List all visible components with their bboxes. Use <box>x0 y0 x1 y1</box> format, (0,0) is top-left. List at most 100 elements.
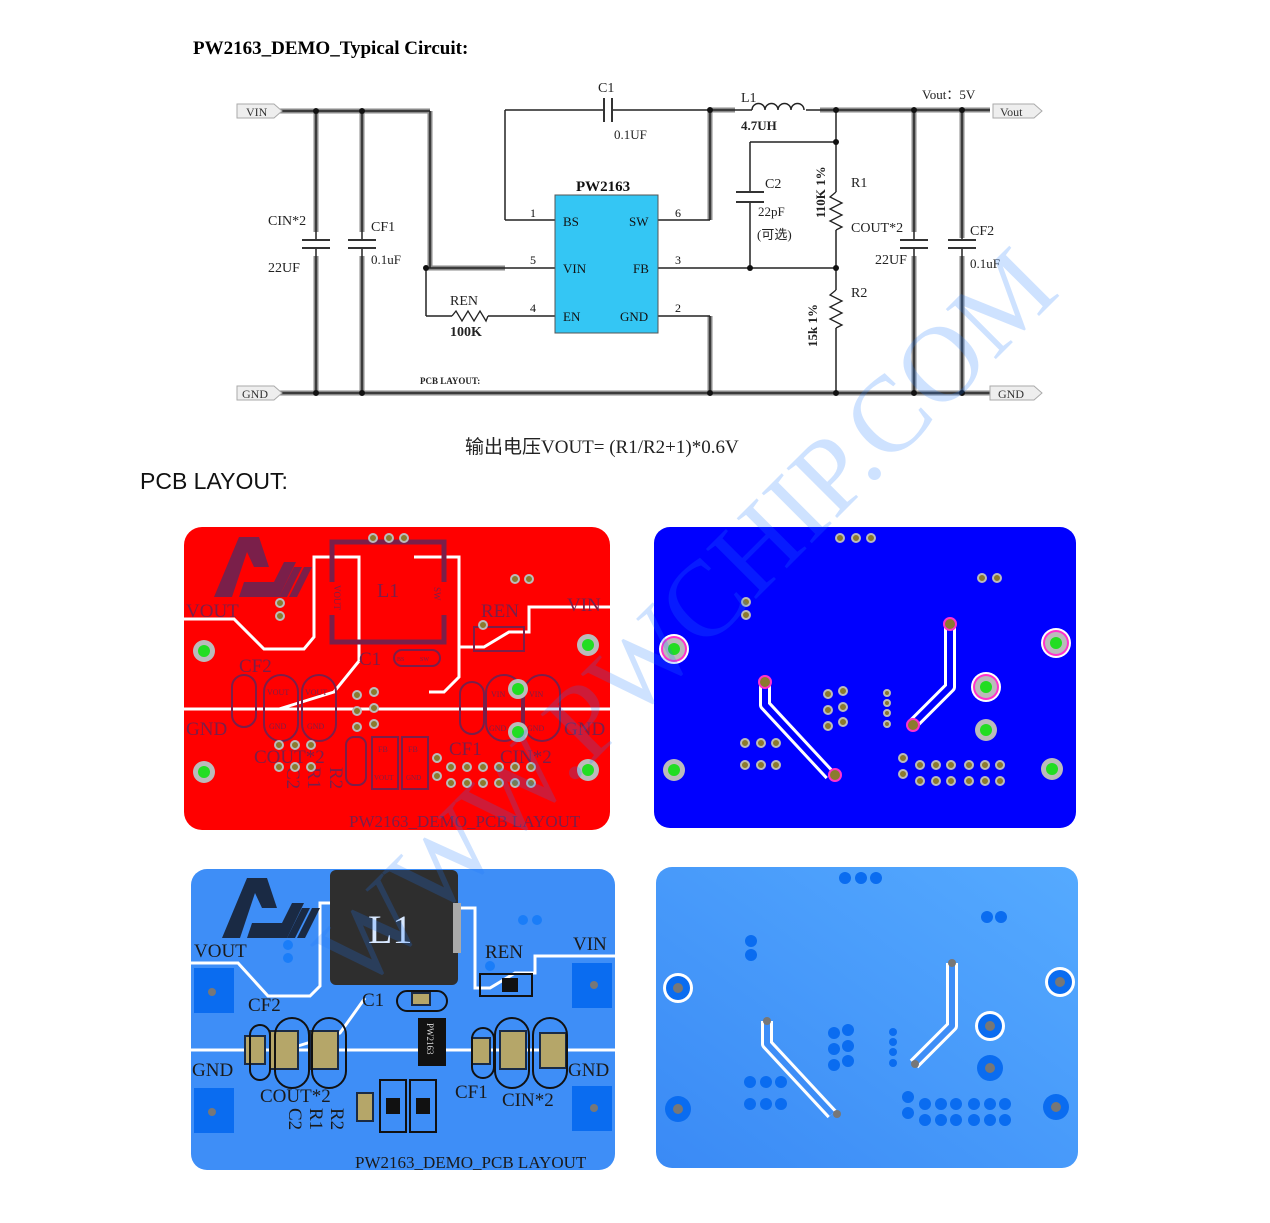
port-gnd-left: GND <box>236 385 283 401</box>
resistor-r1-symbol <box>828 191 844 231</box>
pcb-top-vin-label: VIN <box>567 595 601 616</box>
pcb-3d-r1-label: R1 <box>305 1108 326 1130</box>
vout-formula: 输出电压VOUT= (R1/R2+1)*0.6V <box>465 437 739 458</box>
svg-text:SW: SW <box>629 214 649 229</box>
svg-text:1: 1 <box>530 206 536 220</box>
schematic: VIN GND Vout GND PW2163 BS 1 SW 6 VIN 5 … <box>236 81 1043 401</box>
pcb-3d-cf2-label: CF2 <box>248 995 281 1016</box>
pad-vout <box>659 634 689 664</box>
svg-text:L1: L1 <box>368 907 412 952</box>
svg-text:GND: GND <box>620 309 648 324</box>
silk-outlines <box>249 973 568 1133</box>
pad-label: GND <box>269 722 287 731</box>
mounting-pads <box>193 634 599 783</box>
bottom-mounting-pads <box>659 628 1071 781</box>
cf1-ref: CF1 <box>371 220 395 235</box>
pcb-top-cout-label: COUT*2 <box>254 747 325 768</box>
pcb-3d-c1-label: C1 <box>362 990 384 1011</box>
svg-text:VIN: VIN <box>246 105 268 119</box>
pcb-3d-c2-label: C2 <box>284 1108 305 1130</box>
c2-ref: C2 <box>765 177 781 192</box>
pad-vin <box>577 634 599 656</box>
pad-vin <box>1041 628 1071 658</box>
pad-label: GND <box>527 724 545 733</box>
l1-ref: L1 <box>741 91 757 106</box>
cin-value: 22UF <box>268 261 300 276</box>
capacitor-bodies <box>244 992 567 1122</box>
junction-dots <box>313 107 965 396</box>
cout-value: 22UF <box>875 253 907 268</box>
cf2-ref: CF2 <box>970 224 994 239</box>
cout-ref: COUT*2 <box>851 221 903 236</box>
resistor-ren-symbol <box>451 309 489 323</box>
pad-cin <box>971 672 1001 702</box>
l1-value: 4.7UH <box>741 118 777 133</box>
pcb-top-cf1-label: CF1 <box>449 739 482 760</box>
r1-ref: R1 <box>851 176 867 191</box>
pcb-3d-r2-label: R2 <box>326 1108 347 1130</box>
pad-cin <box>508 679 528 699</box>
pad-label: VOUT <box>374 774 394 782</box>
pad-label: GND <box>406 774 421 782</box>
capacitor-symbols <box>302 98 976 249</box>
vias <box>274 533 536 788</box>
pcb-top-cin-label: CIN*2 <box>500 747 552 768</box>
pcb-top-l1-label: L1 <box>377 580 399 602</box>
svg-text:4: 4 <box>530 301 536 315</box>
pad-gnd <box>508 722 528 742</box>
pcb-3d-cin-label: CIN*2 <box>502 1090 554 1111</box>
cf2-value: 0.1uF <box>970 256 1000 271</box>
svg-text:5: 5 <box>530 253 536 267</box>
svg-text:PW2163: PW2163 <box>576 179 630 195</box>
svg-text:BS: BS <box>563 214 579 229</box>
pcb-top-ren-label: REN <box>481 601 519 622</box>
port-gnd-right: GND <box>989 385 1043 401</box>
port-vin: VIN <box>236 103 283 119</box>
inductor-l1: L1 <box>330 870 461 985</box>
pad-label: VOUT <box>267 688 289 697</box>
pcb-layout-note: PCB LAYOUT: <box>420 376 480 386</box>
3d-bottom-pads <box>663 967 1075 1122</box>
bottom-vias <box>740 533 1005 786</box>
c2-value: 22pF <box>758 204 785 219</box>
svg-text:GND: GND <box>998 387 1024 401</box>
ren-value: 100K <box>450 325 482 340</box>
pad-label: VIN <box>529 690 543 699</box>
port-vout: Vout <box>992 103 1043 119</box>
pcb-top-c2-label: C2 <box>282 767 303 789</box>
pcb-3d-gnd-right-label: GND <box>568 1060 609 1081</box>
pcb-3d-board-label: PW2163_DEMO_PCB LAYOUT <box>355 1153 587 1172</box>
pcb-3d-gnd-left-label: GND <box>192 1060 233 1081</box>
pad-gnd <box>1041 758 1063 780</box>
vout-terminal <box>194 968 234 1013</box>
ic-package: PW2163 <box>418 1018 446 1066</box>
pad-label: VIN <box>491 690 505 699</box>
pad-label: FB <box>378 745 388 754</box>
pcb-3d-vout-label: VOUT <box>194 941 247 962</box>
vout-note: Vout：5V <box>922 87 976 102</box>
pad-gnd <box>577 759 599 781</box>
svg-text:Vout: Vout <box>1000 105 1023 119</box>
svg-text:2: 2 <box>675 301 681 315</box>
r2-ref: R2 <box>851 286 867 301</box>
c2-note: (可选) <box>757 227 792 242</box>
3d-bottom-vias <box>744 872 1011 1126</box>
pad-label: FB <box>408 745 418 754</box>
pad-label: GND <box>307 722 325 731</box>
pad-label: SW <box>420 657 429 663</box>
pad-label: SW <box>432 587 442 601</box>
pcb-3d-cout-label: COUT*2 <box>260 1086 331 1107</box>
pcb-top-vout-label: VOUT <box>186 601 239 622</box>
c1-ref: C1 <box>598 81 614 96</box>
resistor-bodies <box>386 978 518 1114</box>
pcb-top-gnd-right-label: GND <box>564 719 605 740</box>
pcb-3d-bottom <box>656 867 1078 1168</box>
pad-vout <box>193 640 215 662</box>
svg-text:GND: GND <box>242 387 268 401</box>
pcb-top-board-label: PW2163_DEMO_PCB LAYOUT <box>349 812 581 831</box>
cf1-value: 0.1uF <box>371 252 401 267</box>
resistor-r2-symbol <box>828 289 844 329</box>
ren-ref: REN <box>450 294 478 309</box>
r2-value: 15k 1% <box>805 304 820 347</box>
pad-gnd <box>975 719 997 741</box>
